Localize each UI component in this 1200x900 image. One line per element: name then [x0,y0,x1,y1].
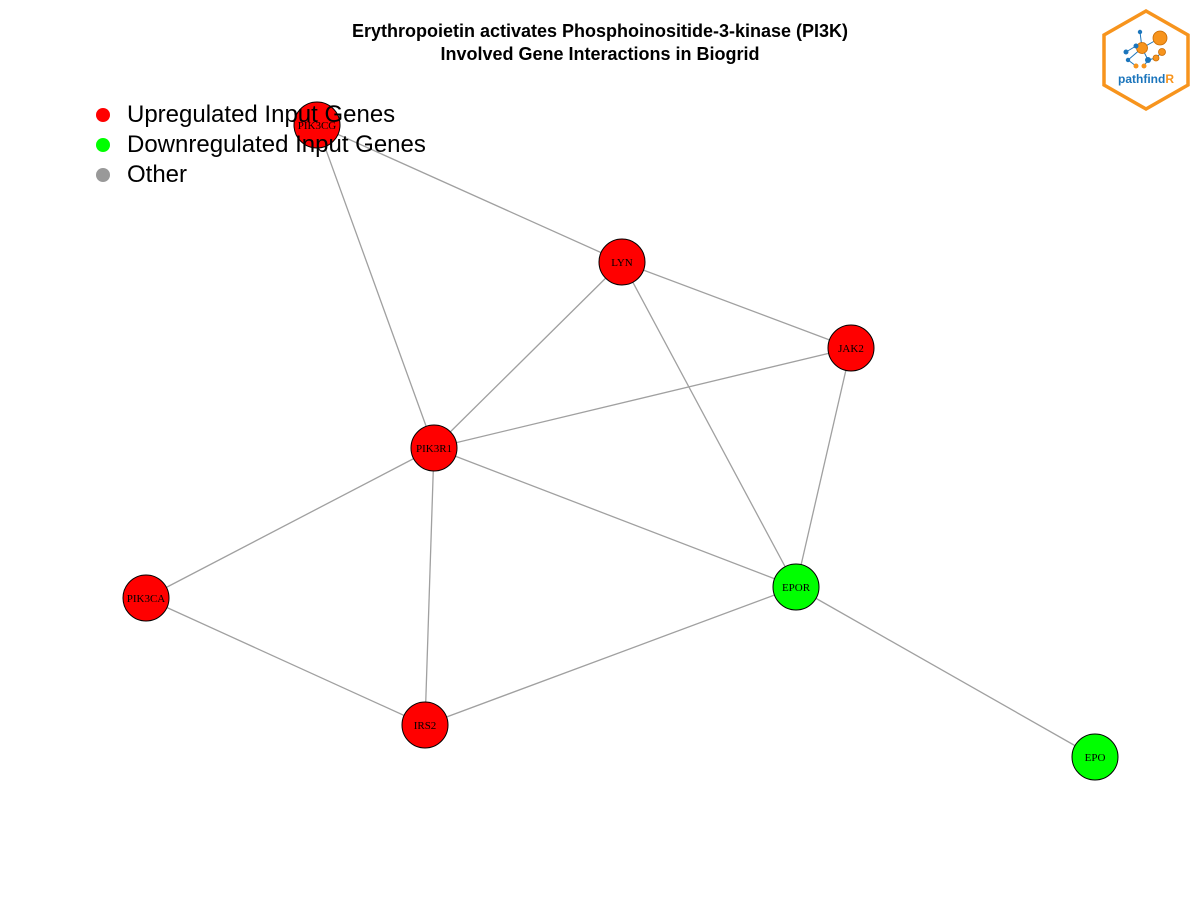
node-circle-pik3cg [293,101,341,149]
node-lyn: LYN [598,238,646,286]
legend-dot-other [96,168,110,182]
edge-pik3cg-lyn [316,124,623,263]
logo-text-accent: R [1165,72,1174,86]
node-circle-lyn [598,238,646,286]
edge-pik3r1-pik3ca [145,447,435,599]
legend-label-downregulated: Downregulated Input Genes [127,131,426,158]
legend-dot-downregulated [96,138,110,152]
edge-jak2-epor [795,347,852,588]
node-circle-irs2 [401,701,449,749]
node-circle-jak2 [827,324,875,372]
legend-label-upregulated: Upregulated Input Genes [127,101,396,128]
node-jak2: JAK2 [827,324,875,372]
node-label-pik3r1: PIK3R1 [416,443,452,455]
legend-dot-upregulated [96,108,110,122]
node-circle-pik3r1 [410,424,458,472]
node-label-lyn: LYN [611,257,633,269]
legend-item-downregulated: Downregulated Input Genes [96,130,426,160]
legend-item-upregulated: Upregulated Input Genes [96,100,426,130]
legend: Upregulated Input Genes Downregulated In… [96,100,426,190]
edge-irs2-epor [424,586,797,726]
edge-pik3r1-irs2 [424,447,435,726]
node-pik3r1: PIK3R1 [410,424,458,472]
node-circle-pik3ca [122,574,170,622]
node-epo: EPO [1071,733,1119,781]
title-line-2: Involved Gene Interactions in Biogrid [440,44,760,64]
node-pik3cg: PIK3CG [293,101,341,149]
title-line-1: Erythropoietin activates Phosphoinositid… [351,21,849,41]
edge-pik3cg-pik3r1 [316,124,435,449]
node-epor: EPOR [772,563,820,611]
logo-wordmark: pathfindR [1118,72,1174,86]
edge-epor-epo [795,586,1096,758]
edge-layer [145,124,1096,758]
node-irs2: IRS2 [401,701,449,749]
edge-lyn-jak2 [621,261,852,349]
node-label-jak2: JAK2 [838,343,864,355]
legend-item-other: Other [96,160,426,190]
logo-nodes [1123,29,1168,69]
node-label-epor: EPOR [782,582,811,594]
node-label-pik3ca: PIK3CA [127,593,166,605]
node-circle-epo [1071,733,1119,781]
node-label-irs2: IRS2 [414,720,437,732]
edge-jak2-pik3r1 [433,347,852,449]
node-pik3ca: PIK3CA [122,574,170,622]
node-label-epo: EPO [1085,752,1106,764]
edge-pik3ca-irs2 [145,597,426,726]
logo-text-main: pathfind [1118,72,1165,86]
pathfindr-logo: pathfindR [1102,8,1190,112]
edge-lyn-epor [621,261,797,588]
legend-label-other: Other [127,161,188,188]
node-label-pik3cg: PIK3CG [298,120,337,132]
edge-pik3r1-epor [433,447,797,588]
chart-title: Erythropoietin activates Phosphoinositid… [0,20,1200,66]
node-circle-epor [772,563,820,611]
edge-lyn-pik3r1 [433,261,623,449]
